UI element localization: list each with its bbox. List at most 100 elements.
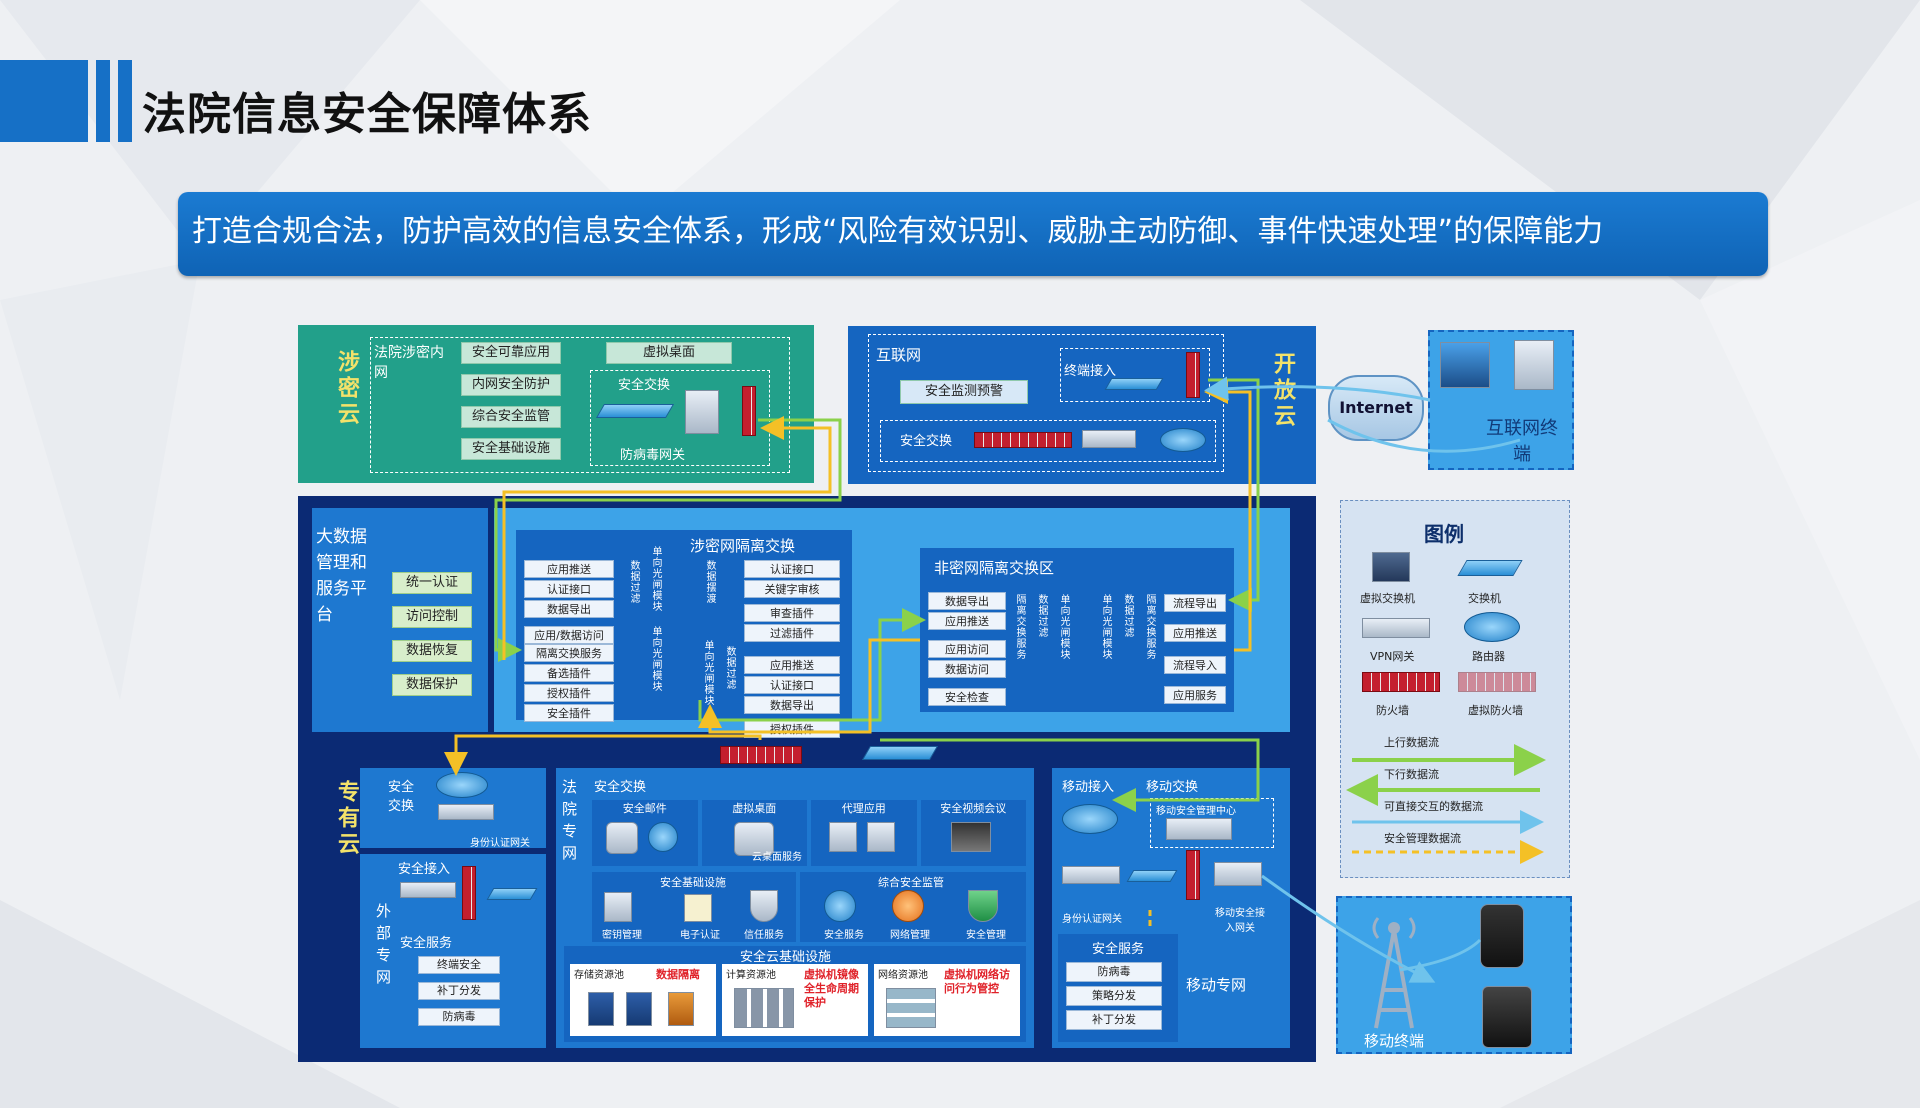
key-mgmt-label: 密钥管理	[602, 930, 642, 941]
court-exchange-label: 安全交换	[594, 780, 647, 795]
firewall-icon	[1362, 672, 1440, 692]
tablet-icon	[1482, 986, 1532, 1048]
legend-mgmt-flow: 安全管理数据流	[1384, 832, 1461, 845]
list-item: 数据导出	[744, 696, 840, 714]
list-item: 流程导出	[1164, 594, 1226, 612]
title-accent-block	[0, 60, 88, 142]
compute-pool-label: 计算资源池	[726, 970, 776, 981]
legend-virtual-switch: 虚拟交换机	[1360, 592, 1415, 605]
list-item: 应用服务	[1164, 686, 1226, 704]
list-item: 应用推送	[928, 612, 1006, 630]
router-icon	[1464, 612, 1520, 642]
terminal-access-frame	[1060, 348, 1210, 402]
app-card-label: 安全视频会议	[940, 802, 1007, 815]
list-item: 应用推送	[1164, 624, 1226, 642]
internet-terminal-label: 互联网终端	[1486, 418, 1558, 465]
video-conference-icon	[950, 822, 991, 852]
list-item: 数据访问	[928, 660, 1006, 678]
router-icon	[1062, 804, 1118, 834]
data-isolation-tag: 数据隔离	[656, 968, 700, 981]
secure-access-label: 安全接入	[398, 862, 451, 877]
network-mgmt-label: 网络管理	[890, 930, 930, 941]
app-card: 安全邮件	[592, 800, 698, 866]
storage-pool-label: 存储资源池	[574, 970, 624, 981]
mobile-net-label: 移动专网	[1186, 976, 1247, 994]
firewall-icon	[742, 386, 756, 436]
antivirus-chip: 防病毒	[418, 1008, 500, 1026]
cloud-infra-title: 安全云基础设施	[740, 950, 832, 965]
list-item: 审查插件	[744, 604, 840, 622]
legend-title: 图例	[1424, 522, 1464, 546]
app-card-label: 安全邮件	[622, 802, 667, 815]
cloud-desktop-icon	[733, 822, 774, 856]
storage-pool-card: 存储资源池 数据隔离	[570, 964, 716, 1036]
mobile-access-label: 移动接入	[1062, 780, 1115, 795]
certificate-icon	[684, 894, 712, 922]
app-card-label: 代理应用	[841, 802, 886, 815]
secret-left-list: 应用推送 认证接口 数据导出 应用/数据访问 隔离交换服务 备选插件 授权插件 …	[524, 560, 614, 722]
module-label: 数据摆渡	[704, 560, 715, 604]
list-item: 流程导入	[1164, 656, 1226, 674]
network-cluster-icon	[886, 988, 936, 1028]
module-label: 单向光闸模块	[702, 640, 713, 706]
data-protection-chip: 数据保护	[392, 674, 472, 696]
lock-icon	[604, 892, 632, 922]
cell-tower-shape	[1372, 917, 1416, 1029]
bigdata-title: 大数据管理和服务平台	[316, 527, 367, 625]
storage-icon	[588, 992, 614, 1026]
item-intranet-protection: 内网安全防护	[461, 374, 561, 396]
secret-exchange-label: 安全交换	[618, 378, 671, 393]
module-label: 单向光闸模块	[1100, 594, 1111, 660]
app-card: 虚拟桌面	[701, 800, 807, 866]
vpn-gateway-icon	[1362, 618, 1430, 638]
switch-icon	[1457, 560, 1523, 576]
mobile-antivirus-chip: 防病毒	[1066, 962, 1162, 982]
secret-right-list: 认证接口 关键字审核 审查插件 过滤插件 应用推送 认证接口 数据导出 授权插件	[744, 560, 840, 738]
mobile-exchange-label: 移动交换	[1146, 780, 1199, 795]
item-secure-app: 安全可靠应用	[461, 342, 561, 364]
list-item: 数据导出	[524, 600, 614, 618]
id-gateway-label: 身份认证网关	[470, 838, 530, 849]
firewall-icon	[1186, 352, 1200, 398]
patch-distribution-chip: 补丁分发	[418, 982, 500, 1000]
mobile-service-label: 安全服务	[1092, 942, 1145, 957]
legend-virtual-firewall: 虚拟防火墙	[1468, 704, 1523, 717]
module-label: 数据过滤	[1122, 594, 1133, 638]
cell-tower-icon	[1364, 910, 1424, 1030]
router-icon	[436, 772, 488, 798]
security-service-label: 安全服务	[824, 930, 864, 941]
item-security-infra: 安全基础设施	[461, 438, 561, 460]
list-item: 认证接口	[744, 676, 840, 694]
vm-image-protect-tag: 虚拟机镜像全生命周期保护	[804, 968, 859, 1009]
server-icon	[867, 822, 895, 852]
list-item: 应用/数据访问	[524, 626, 614, 644]
mobile-patch-chip: 补丁分发	[1066, 1010, 1162, 1030]
list-item: 应用访问	[928, 640, 1006, 658]
module-label: 隔离交换服务	[1144, 594, 1155, 660]
list-item: 授权插件	[524, 684, 614, 702]
secret-cloud-label: 涉密云	[334, 350, 359, 428]
cloud-infra-row: 存储资源池 数据隔离 计算资源池 虚拟机镜像全生命周期保护 网络资源池 虚拟机网…	[570, 964, 1020, 1036]
antivirus-gateway-icon	[685, 390, 719, 434]
legend-switch: 交换机	[1468, 592, 1501, 605]
desktop-pc-icon	[1514, 340, 1554, 390]
list-item: 应用推送	[524, 560, 614, 578]
network-pool-label: 网络资源池	[878, 970, 928, 981]
page-title: 法院信息安全保障体系	[142, 89, 592, 140]
secret-intranet-label: 法院涉密内网	[374, 345, 444, 381]
e-cert-label: 电子认证	[680, 930, 720, 941]
vpn-gateway-icon	[438, 804, 494, 820]
security-mgmt-label: 安全管理	[966, 930, 1006, 941]
virtual-firewall-icon	[1458, 672, 1536, 692]
supervision-group-title: 综合安全监管	[878, 876, 944, 889]
switch-icon	[1126, 870, 1178, 882]
list-item: 关键字审核	[744, 580, 840, 598]
app-card: 代理应用	[811, 800, 917, 866]
module-label: 隔离交换服务	[1014, 594, 1025, 660]
chat-icon	[648, 822, 678, 852]
mail-icon	[606, 822, 638, 854]
laptop-icon	[1440, 342, 1490, 388]
trust-service-label: 信任服务	[744, 930, 784, 941]
legend-firewall: 防火墙	[1376, 704, 1409, 717]
